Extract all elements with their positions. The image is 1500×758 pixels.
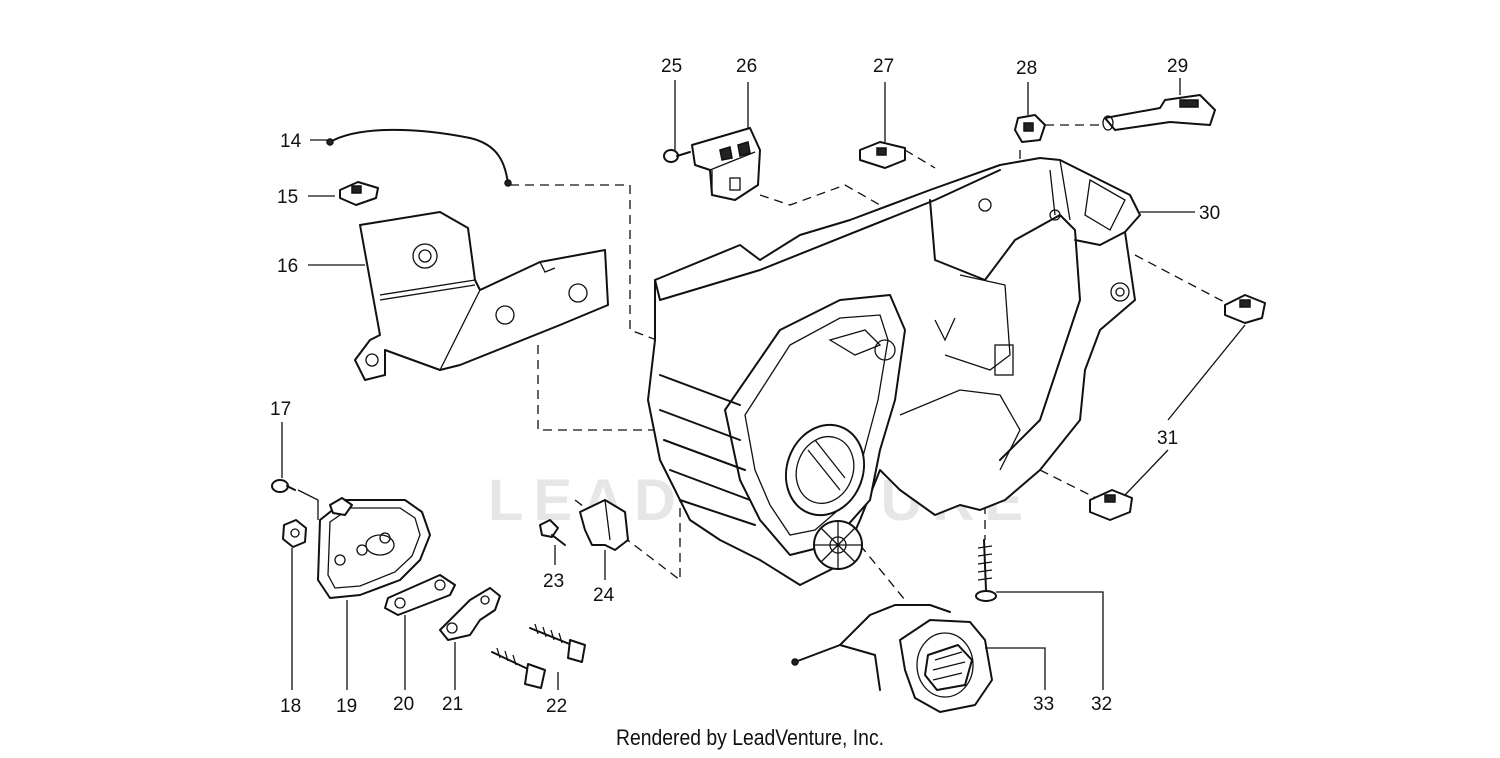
callout-17: 17 — [270, 399, 291, 420]
callout-26: 26 — [736, 56, 757, 77]
part-25-screw — [663, 149, 691, 163]
footer-credit: Rendered by LeadVenture, Inc. — [615, 725, 885, 750]
part-22-bolts — [491, 623, 586, 689]
callout-23: 23 — [543, 571, 564, 592]
callout-32: 32 — [1091, 694, 1112, 715]
part-21-bracket — [439, 587, 501, 641]
callout-28: 28 — [1016, 58, 1037, 79]
callout-24: 24 — [593, 585, 615, 606]
part-33-cap — [791, 604, 993, 713]
callout-33: 33 — [1033, 694, 1054, 715]
callout-20: 20 — [393, 694, 414, 715]
crankcase-body — [647, 157, 1141, 586]
leader-lines — [281, 78, 1246, 690]
callout-25: 25 — [661, 56, 682, 77]
callout-31: 31 — [1157, 428, 1178, 449]
part-15-nut — [339, 181, 379, 206]
part-24-piece — [579, 499, 629, 551]
part-19-cover-plate — [317, 497, 431, 599]
part-26-bracket — [691, 127, 761, 201]
part-27-clip-nut — [859, 141, 906, 169]
callout-29: 29 — [1167, 56, 1188, 77]
callout-19: 19 — [336, 696, 357, 717]
callout-30: 30 — [1199, 203, 1220, 224]
part-28-nut — [1014, 114, 1046, 143]
callout-18: 18 — [280, 696, 301, 717]
part-32-screw — [975, 539, 997, 602]
callout-15: 15 — [277, 187, 298, 208]
part-31-clip-nuts — [1089, 294, 1266, 521]
callout-22: 22 — [546, 696, 567, 717]
part-20-plate — [384, 574, 456, 616]
part-16-bracket — [354, 211, 609, 381]
callout-14: 14 — [280, 131, 302, 152]
part-18-nut — [282, 519, 307, 548]
part-23-screw — [539, 519, 566, 546]
part-14-cable — [326, 128, 512, 187]
part-17-screw — [271, 479, 296, 493]
callout-27: 27 — [873, 56, 894, 77]
callout-21: 21 — [442, 694, 463, 715]
callout-numbers: 14 15 16 17 18 19 20 21 22 23 24 25 26 2… — [270, 56, 1220, 717]
part-29-lever — [1102, 94, 1216, 131]
callout-16: 16 — [277, 256, 298, 277]
